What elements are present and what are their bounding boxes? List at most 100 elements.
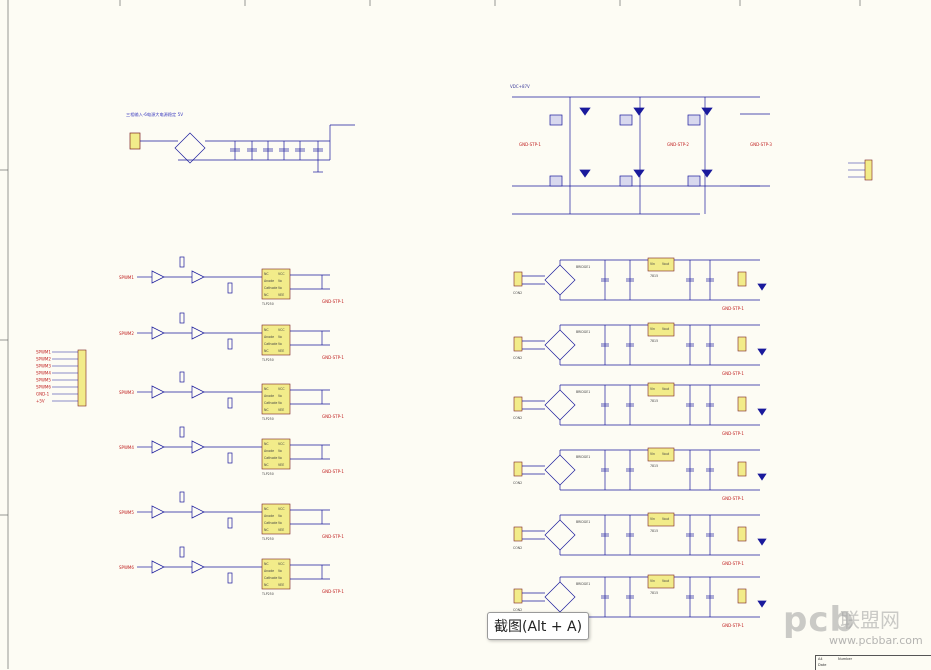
bridge-label: BRIDGE1 (576, 265, 590, 269)
output-header (737, 396, 747, 412)
spwm-input-label: SPWM6 (119, 565, 134, 570)
bridge-rectifier (544, 581, 576, 613)
gnd-label: GND-STP-1 (322, 299, 344, 304)
opto-pin: VCC (278, 328, 285, 332)
regulator-pin: Vin (650, 579, 655, 583)
bridge-label: BRIDGE1 (576, 582, 590, 586)
opto-pin: VCC (278, 442, 285, 446)
led (757, 538, 767, 546)
opto-ic (261, 268, 291, 300)
psu-connector (513, 396, 523, 412)
regulator-pin: Vin (650, 262, 655, 266)
regulator-pin: Vout (662, 579, 670, 583)
opto-pin: NC (264, 583, 269, 587)
opto-part: TLP250 (261, 302, 274, 306)
opto-pin: VEE (278, 349, 284, 353)
opto-part: TLP250 (261, 537, 274, 541)
opto-pin: Anode (264, 569, 274, 573)
opto-part: TLP250 (261, 417, 274, 421)
title-block: A4 Number Date (815, 655, 931, 670)
gnd-label: GND-STP-1 (322, 589, 344, 594)
opto-pin: Vo (278, 342, 282, 346)
title-size: A4 (818, 657, 823, 661)
resistor (179, 371, 185, 383)
inverter-gate (151, 440, 165, 454)
resistor (179, 491, 185, 503)
opto-pin: VEE (278, 408, 284, 412)
opto-pin: Vo (278, 286, 282, 290)
spwm-input-label: SPWM3 (119, 390, 134, 395)
screenshot-tooltip: 截图(Alt + A) (487, 612, 590, 640)
psu-connector-label: CON2 (513, 356, 522, 360)
gnd-label: GND-STP-1 (322, 469, 344, 474)
resistor (227, 452, 233, 464)
resistor (179, 312, 185, 324)
inverter-gate (191, 385, 205, 399)
regulator-pin: Vout (662, 452, 670, 456)
filter-capacitors (230, 141, 323, 160)
opto-ic (261, 558, 291, 590)
psu-connector (513, 336, 523, 352)
gnd-label: GND-STP-1 (722, 623, 744, 628)
voltage-regulator (647, 382, 675, 397)
regulator-part: 7815 (650, 274, 658, 278)
opto-pin: Cathode (264, 456, 277, 460)
inverter-gate (151, 270, 165, 284)
opto-part: TLP250 (261, 358, 274, 362)
opto-pin: Anode (264, 514, 274, 518)
opto-pin: Cathode (264, 521, 277, 525)
gnd-label: GND-STP-1 (722, 306, 744, 311)
opto-pin: NC (264, 387, 269, 391)
inverter-gate (191, 505, 205, 519)
resistor (179, 426, 185, 438)
regulator-part: 7815 (650, 591, 658, 595)
output-header (737, 336, 747, 352)
psu-connector (513, 461, 523, 477)
psu-connector-label: CON2 (513, 416, 522, 420)
resistor (227, 517, 233, 529)
regulator-pin: Vout (662, 387, 670, 391)
opto-pin: Vo (278, 335, 282, 339)
gnd-label-1: GND-STP-1 (519, 142, 541, 147)
header-pin-label: SPWM4 (36, 371, 51, 376)
regulator-pin: Vin (650, 327, 655, 331)
opto-pin: VEE (278, 528, 284, 532)
vdc-label: VDC+87V (510, 84, 530, 89)
voltage-regulator (647, 574, 675, 589)
gnd-label-3: GND-STP-3 (750, 142, 772, 147)
inverter-gate (151, 560, 165, 574)
opto-pin: Anode (264, 335, 274, 339)
inverter-gate (151, 385, 165, 399)
regulator-pin: Vout (662, 262, 670, 266)
voltage-regulator (647, 447, 675, 462)
gnd-label-2: GND-STP-2 (667, 142, 689, 147)
opto-pin: Vo (278, 569, 282, 573)
led (757, 348, 767, 356)
spwm-input-label: SPWM5 (119, 510, 134, 515)
opto-pin: Cathode (264, 401, 277, 405)
bridge-label: BRIDGE1 (576, 330, 590, 334)
resistor (227, 282, 233, 294)
sheet-frame (0, 0, 861, 669)
opto-pin: Vo (278, 514, 282, 518)
regulator-pin: Vin (650, 517, 655, 521)
regulator-part: 7815 (650, 399, 658, 403)
opto-pin: Cathode (264, 576, 277, 580)
opto-pin: Vo (278, 401, 282, 405)
header-pin-label: SPWM2 (36, 357, 51, 362)
header-pin-label: SPWM1 (36, 350, 51, 355)
gnd-label: GND-STP-1 (722, 561, 744, 566)
psu-connector-label: CON2 (513, 481, 522, 485)
